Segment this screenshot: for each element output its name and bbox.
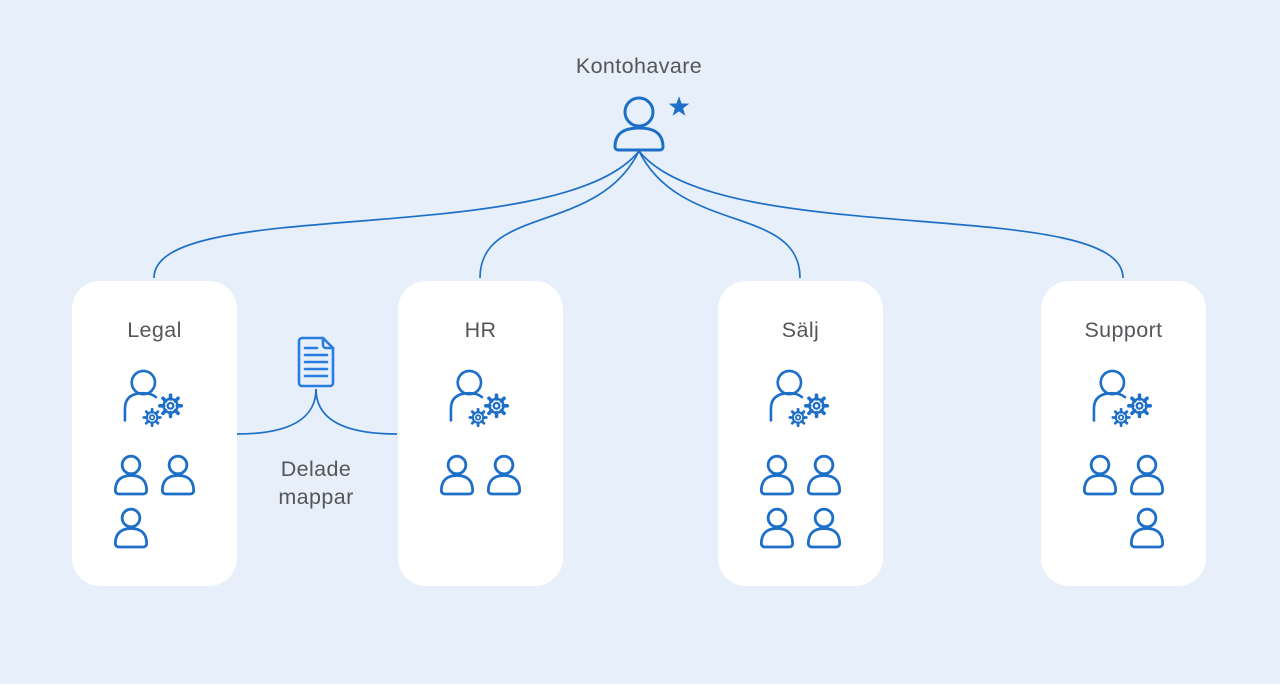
user-icon (805, 454, 843, 496)
user-group (438, 454, 523, 496)
card-legal: Legal (72, 281, 237, 586)
user-icon (805, 507, 843, 549)
connector-shared-to-hr (315, 388, 398, 435)
card-title: HR (464, 318, 497, 342)
admin-with-gears-icon (118, 368, 192, 432)
user-group (758, 454, 843, 549)
user-group (1081, 454, 1166, 549)
shared-folders: Delade mappar (246, 336, 386, 511)
account-owner-icon (613, 96, 690, 152)
admin-with-gears-icon (1087, 368, 1161, 432)
user-icon (1128, 454, 1166, 496)
user-icon (112, 507, 150, 549)
user-icon (758, 507, 796, 549)
card-hr: HR (398, 281, 563, 586)
card-support: Support (1041, 281, 1206, 586)
connector-root-to-salj (638, 150, 801, 279)
user-group (112, 454, 197, 549)
admin-with-gears-icon (764, 368, 838, 432)
user-icon (1128, 507, 1166, 549)
root-label: Kontohavare (575, 54, 703, 78)
card-title: Legal (127, 318, 182, 342)
connector-root-to-legal (153, 150, 640, 279)
connector-shared-to-legal (236, 388, 317, 435)
person-head (623, 96, 655, 128)
admin-with-gears-icon (444, 368, 518, 432)
connector-root-to-hr (479, 150, 640, 279)
user-icon (159, 454, 197, 496)
document-icon (294, 336, 338, 388)
user-icon (758, 454, 796, 496)
connector-root-to-support (638, 150, 1124, 279)
star-icon (668, 96, 690, 116)
card-salj: Sälj (718, 281, 883, 586)
card-title: Support (1084, 318, 1163, 342)
shared-folders-label: Delade mappar (278, 457, 354, 509)
card-title: Sälj (781, 318, 820, 342)
person-body (613, 126, 665, 152)
user-icon (112, 454, 150, 496)
user-icon (485, 454, 523, 496)
user-icon (1081, 454, 1119, 496)
user-icon (438, 454, 476, 496)
